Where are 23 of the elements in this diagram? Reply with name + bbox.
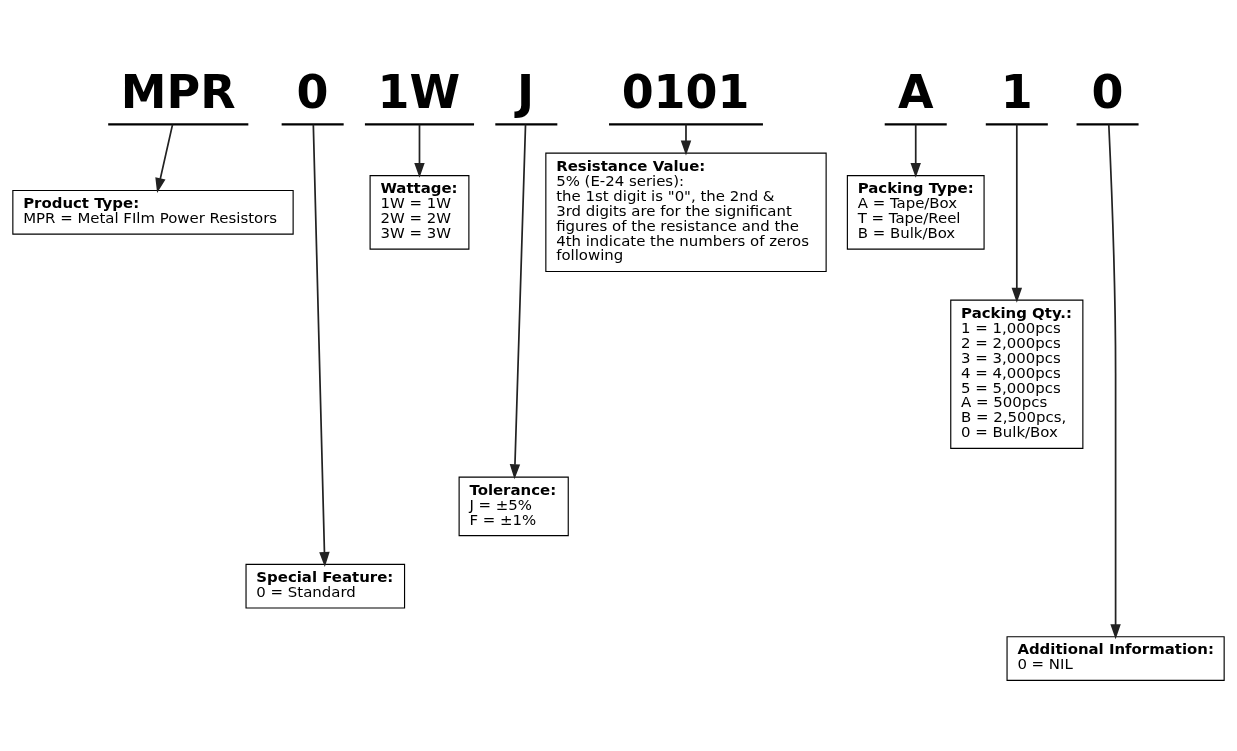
node-box: Tolerance: J = ±5% F = ±1% xyxy=(458,476,569,536)
node-text: 0 xyxy=(296,64,329,119)
node-box: Product Type: MPR = Metal FIlm Power Resistors xyxy=(12,189,294,235)
arrow xyxy=(509,123,527,479)
arrow xyxy=(1011,123,1023,303)
node-box: Packing Qty.: 1 = 1,000pcs 2 = 2,000pcs 3 = 3,000pcs 4 = 4,000pcs 5 = 5,000pcs A = 500pcs B = 2,500pcs, 0 = Bulk/Box xyxy=(950,299,1084,449)
node-text: A xyxy=(897,64,934,119)
node-box: Additional Information: 0 = NIL xyxy=(1006,635,1225,681)
node-box: Packing Type: A = Tape/Box T = Tape/Reel B = Bulk/Box xyxy=(846,174,985,250)
arrow xyxy=(1107,123,1121,639)
node-text: 1 xyxy=(1000,64,1033,119)
node-text: 1W xyxy=(377,64,461,119)
node-text: 0101 xyxy=(621,64,750,119)
node-text: MPR xyxy=(120,64,236,119)
arrow xyxy=(414,123,425,178)
arrow xyxy=(312,123,330,567)
node-box: Resistance Value: 5% (E-24 series): the 1st digit is "0", the 2nd & 3rd digits are for the significant figures of the resistance and the 4th indicate the numbers of zeros following xyxy=(545,152,827,272)
arrow xyxy=(910,123,921,178)
arrow xyxy=(680,123,692,156)
node-box: Special Feature: 0 = Standard xyxy=(245,563,406,609)
node-text: 0 xyxy=(1091,64,1124,119)
arrow xyxy=(155,123,174,193)
node-box: Wattage: 1W = 1W 2W = 2W 3W = 3W xyxy=(369,174,470,250)
